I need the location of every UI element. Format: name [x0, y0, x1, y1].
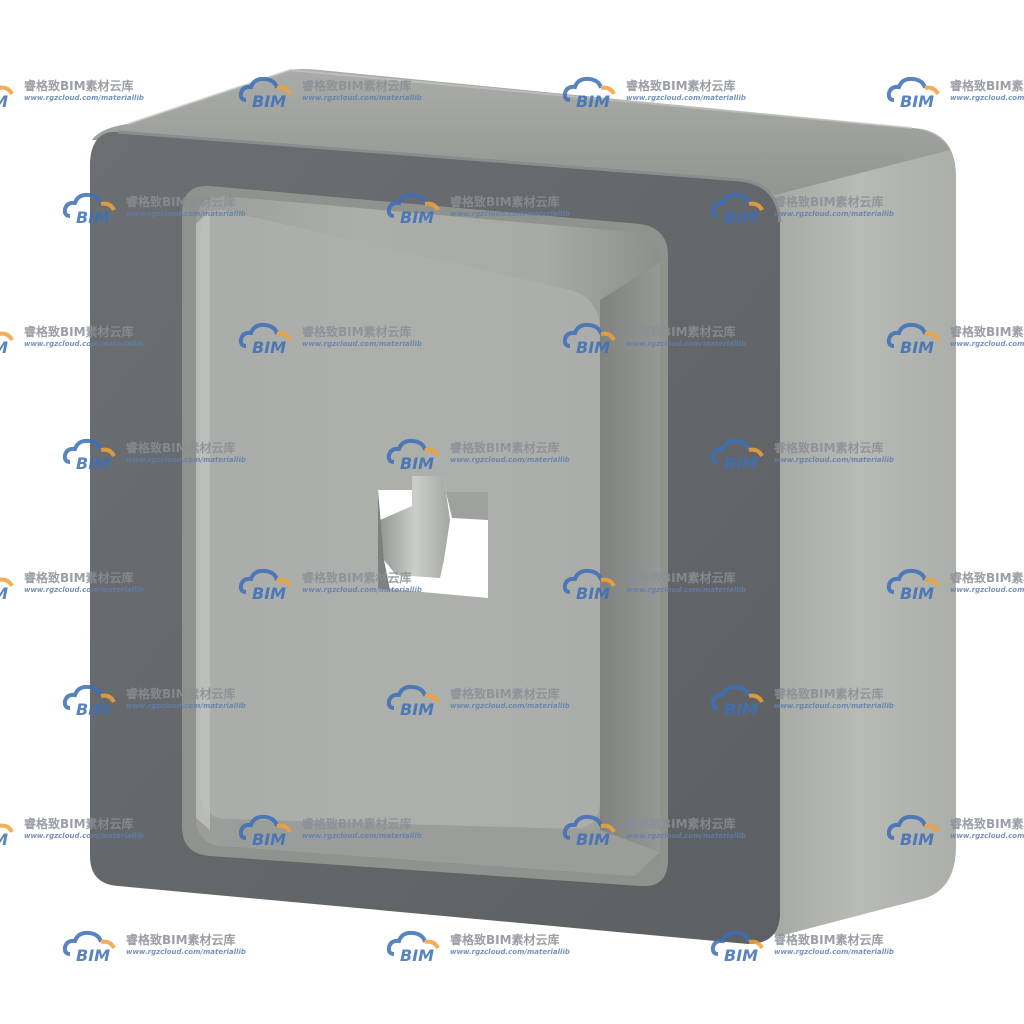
plate-bottom-shade [200, 818, 660, 876]
top-edge-highlight [127, 68, 913, 129]
box-side-face [760, 128, 956, 936]
knockout-inner-wall [380, 476, 450, 578]
knockout-shadow [378, 490, 390, 590]
box-top-face [92, 69, 950, 195]
front-rim-highlight [117, 130, 782, 223]
plate-left-bevel [196, 210, 210, 830]
knockout-right-edge [446, 492, 488, 520]
plate-right-wall [600, 262, 660, 852]
